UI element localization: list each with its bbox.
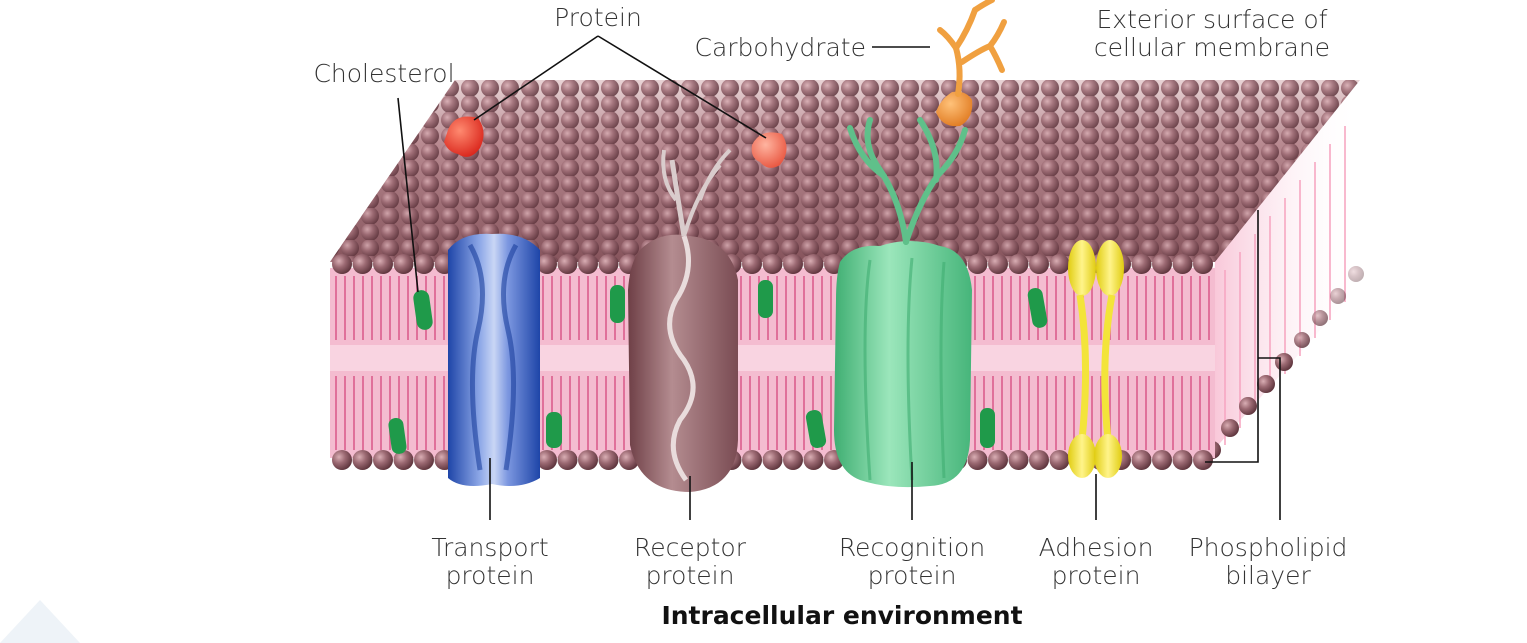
label-phospholipid-line1: Phospholipid: [1189, 533, 1348, 562]
cholesterol-molecule: [980, 408, 995, 448]
phospholipid-head: [414, 450, 434, 470]
phospholipid-head: [598, 254, 619, 274]
receptor-protein: [628, 148, 738, 492]
label-exterior-line1: Exterior surface of: [1097, 5, 1328, 34]
recognition-protein: [834, 117, 972, 488]
diagram-labels: Protein Carbohydrate Exterior surface of…: [313, 3, 1347, 630]
phospholipid-head: [393, 254, 414, 274]
phospholipid-head: [352, 254, 373, 274]
surface-protein-salmon: [751, 132, 787, 168]
phospholipid-head: [557, 254, 578, 274]
phospholipid-head: [783, 254, 803, 274]
label-recognition-line1: Recognition: [839, 533, 985, 562]
phospholipid-head: [1029, 450, 1049, 470]
phospholipid-head: [557, 450, 578, 470]
phospholipid-head: [783, 450, 803, 470]
label-adhesion-line2: protein: [1052, 561, 1141, 590]
phospholipid-head: [1049, 450, 1070, 470]
phospholipid-head: [332, 254, 352, 274]
phospholipid-head: [1172, 450, 1193, 470]
phospholipid-head: [1131, 254, 1152, 274]
phospholipid-head: [803, 450, 824, 470]
phospholipid-head: [742, 450, 762, 470]
phospholipid-head: [803, 254, 824, 274]
cholesterol-molecule: [610, 285, 625, 323]
phospholipid-head: [1008, 254, 1029, 274]
membrane-top-surface: [330, 80, 1360, 262]
phospholipid-head: [598, 450, 619, 470]
phospholipid-head: [1193, 450, 1213, 470]
phospholipid-head: [742, 254, 762, 274]
label-carbohydrate: Carbohydrate: [694, 33, 866, 62]
label-intracellular: Intracellular environment: [661, 601, 1022, 630]
label-exterior-line2: cellular membrane: [1094, 33, 1330, 62]
phospholipid-head: [537, 254, 557, 274]
label-protein: Protein: [554, 3, 642, 32]
label-transport-line1: Transport: [431, 533, 548, 562]
label-receptor-line2: protein: [646, 561, 735, 590]
label-adhesion-line1: Adhesion: [1039, 533, 1154, 562]
phospholipid-head: [332, 450, 352, 470]
phospholipid-head: [578, 450, 598, 470]
phospholipid-head: [373, 254, 393, 274]
phospholipid-head: [393, 450, 414, 470]
phospholipid-head: [578, 254, 598, 274]
phospholipid-head: [414, 254, 434, 274]
phospholipid-head: [762, 450, 783, 470]
phospholipid-head: [988, 254, 1008, 274]
phospholipid-head: [1008, 450, 1029, 470]
phospholipid-head: [1029, 254, 1049, 274]
phospholipid-head: [967, 254, 988, 274]
label-phospholipid-line2: bilayer: [1225, 561, 1311, 590]
phospholipid-head: [537, 450, 557, 470]
cholesterol-molecule: [758, 280, 773, 318]
corner-decoration: [0, 600, 80, 643]
label-receptor-line1: Receptor: [634, 533, 747, 562]
transport-protein: [448, 233, 540, 486]
cholesterol-molecule: [805, 410, 827, 448]
phospholipid-head: [967, 450, 988, 470]
cholesterol-molecules: [388, 280, 1048, 454]
cholesterol-molecule: [1027, 288, 1048, 328]
adhesion-protein: [1068, 240, 1124, 478]
phospholipid-head: [1152, 254, 1172, 274]
phospholipid-head: [1172, 254, 1193, 274]
surface-protein-red: [444, 116, 484, 157]
phospholipid-head: [1049, 254, 1070, 274]
leader-lines: [397, 35, 1281, 520]
phospholipid-head: [762, 254, 783, 274]
cholesterol-molecule: [413, 290, 433, 330]
phospholipid-head: [1193, 254, 1213, 274]
phospholipid-head: [373, 450, 393, 470]
cholesterol-molecule: [546, 412, 562, 448]
phospholipid-head: [988, 450, 1008, 470]
phospholipid-head: [1152, 450, 1172, 470]
carbohydrate-chain: [936, 0, 1007, 127]
label-transport-line2: protein: [446, 561, 535, 590]
phospholipid-head: [352, 450, 373, 470]
phospholipid-head: [1131, 450, 1152, 470]
label-cholesterol: Cholesterol: [313, 59, 454, 88]
label-recognition-line2: protein: [868, 561, 957, 590]
cholesterol-molecule: [388, 417, 407, 454]
